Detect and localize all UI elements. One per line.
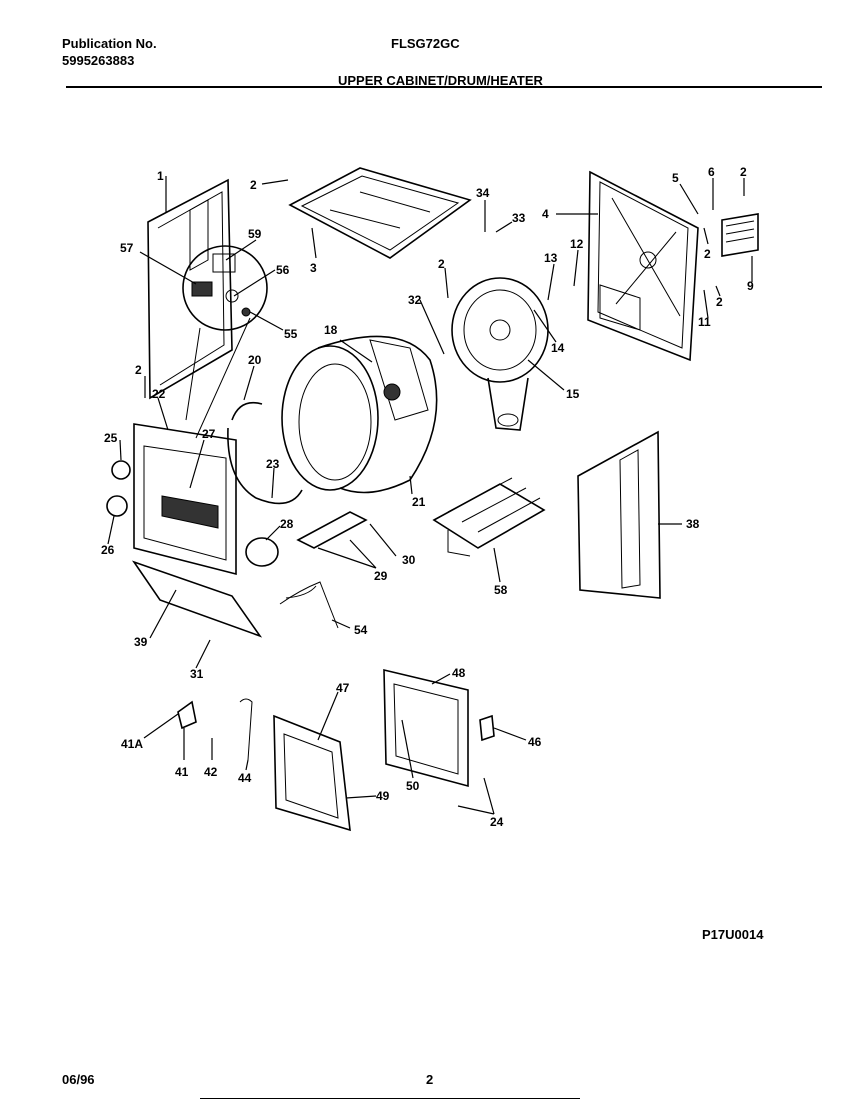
callout: 38 — [686, 517, 700, 531]
side-panel-part — [147, 178, 233, 400]
callout: 14 — [551, 341, 565, 355]
bracket-part — [296, 511, 368, 549]
callout: 9 — [747, 279, 754, 293]
callout: 3 — [310, 261, 317, 275]
footer-rule — [200, 1098, 580, 1099]
callout: 55 — [284, 327, 298, 341]
callout: 28 — [280, 517, 294, 531]
callout: 2 — [740, 165, 747, 179]
callout: 2 — [135, 363, 142, 377]
callout: 49 — [376, 789, 390, 803]
callout-labels: 1 2 3 34 33 4 5 6 2 57 59 56 55 2 13 12 … — [101, 165, 754, 829]
callout: 50 — [406, 779, 420, 793]
callout: 20 — [248, 353, 262, 367]
callout: 22 — [152, 387, 166, 401]
section-title: UPPER CABINET/DRUM/HEATER — [338, 73, 543, 88]
callout: 21 — [412, 495, 426, 509]
callout: 26 — [101, 543, 115, 557]
callout: 33 — [512, 211, 526, 225]
knob-part — [245, 537, 279, 567]
footer-date: 06/96 — [62, 1072, 95, 1087]
model-number: FLSG72GC — [391, 36, 460, 51]
callout: 1 — [157, 169, 164, 183]
callout: 57 — [120, 241, 134, 255]
callout: 41 — [175, 765, 189, 779]
page-number: 2 — [426, 1072, 434, 1087]
callout: 18 — [324, 323, 338, 337]
leader-lines — [107, 176, 753, 815]
callout: 42 — [204, 765, 218, 779]
callout: 2 — [438, 257, 445, 271]
drying-rack-part — [432, 477, 546, 557]
callout: 46 — [528, 735, 542, 749]
callout: 11 — [698, 315, 711, 329]
switch-detail-inset — [182, 245, 268, 439]
callout: 29 — [374, 569, 388, 583]
callout: 48 — [452, 666, 466, 680]
callout: 2 — [704, 247, 711, 261]
drum-part — [281, 335, 438, 494]
callout: 5 — [672, 171, 679, 185]
callout: 31 — [190, 667, 204, 681]
callout: 12 — [570, 237, 584, 251]
figure-code: P17U0014 — [702, 927, 764, 942]
callout: 41A — [121, 737, 143, 751]
callout: 27 — [202, 427, 216, 441]
callout: 47 — [336, 681, 350, 695]
callout: 2 — [250, 178, 257, 192]
publication-number: 5995263883 — [62, 53, 135, 68]
publication-label: Publication No. — [62, 36, 157, 51]
bulkhead-part — [451, 277, 549, 431]
top-panel-part — [288, 167, 472, 259]
callout: 23 — [266, 457, 280, 471]
callout: 56 — [276, 263, 290, 277]
right-side-panel-part — [577, 430, 661, 599]
lower-parts — [177, 668, 495, 832]
grille-part — [721, 213, 759, 257]
callout: 2 — [716, 295, 723, 309]
callout: 13 — [544, 251, 558, 265]
callout: 24 — [490, 815, 504, 829]
front-panel-part — [106, 423, 237, 576]
wire-harness-part — [279, 581, 339, 629]
callout: 6 — [708, 165, 715, 179]
header-rule — [66, 86, 822, 88]
callout: 58 — [494, 583, 508, 597]
callout: 15 — [566, 387, 580, 401]
toe-panel-part — [131, 560, 263, 638]
drum-seal-part — [227, 401, 303, 505]
rear-panel-part — [587, 170, 699, 362]
callout: 54 — [354, 623, 368, 637]
callout: 30 — [402, 553, 416, 567]
callout: 34 — [476, 186, 490, 200]
callout: 39 — [134, 635, 148, 649]
callout: 32 — [408, 293, 422, 307]
callout: 44 — [238, 771, 252, 785]
callout: 25 — [104, 431, 118, 445]
callout: 4 — [542, 207, 549, 221]
callout: 59 — [248, 227, 262, 241]
